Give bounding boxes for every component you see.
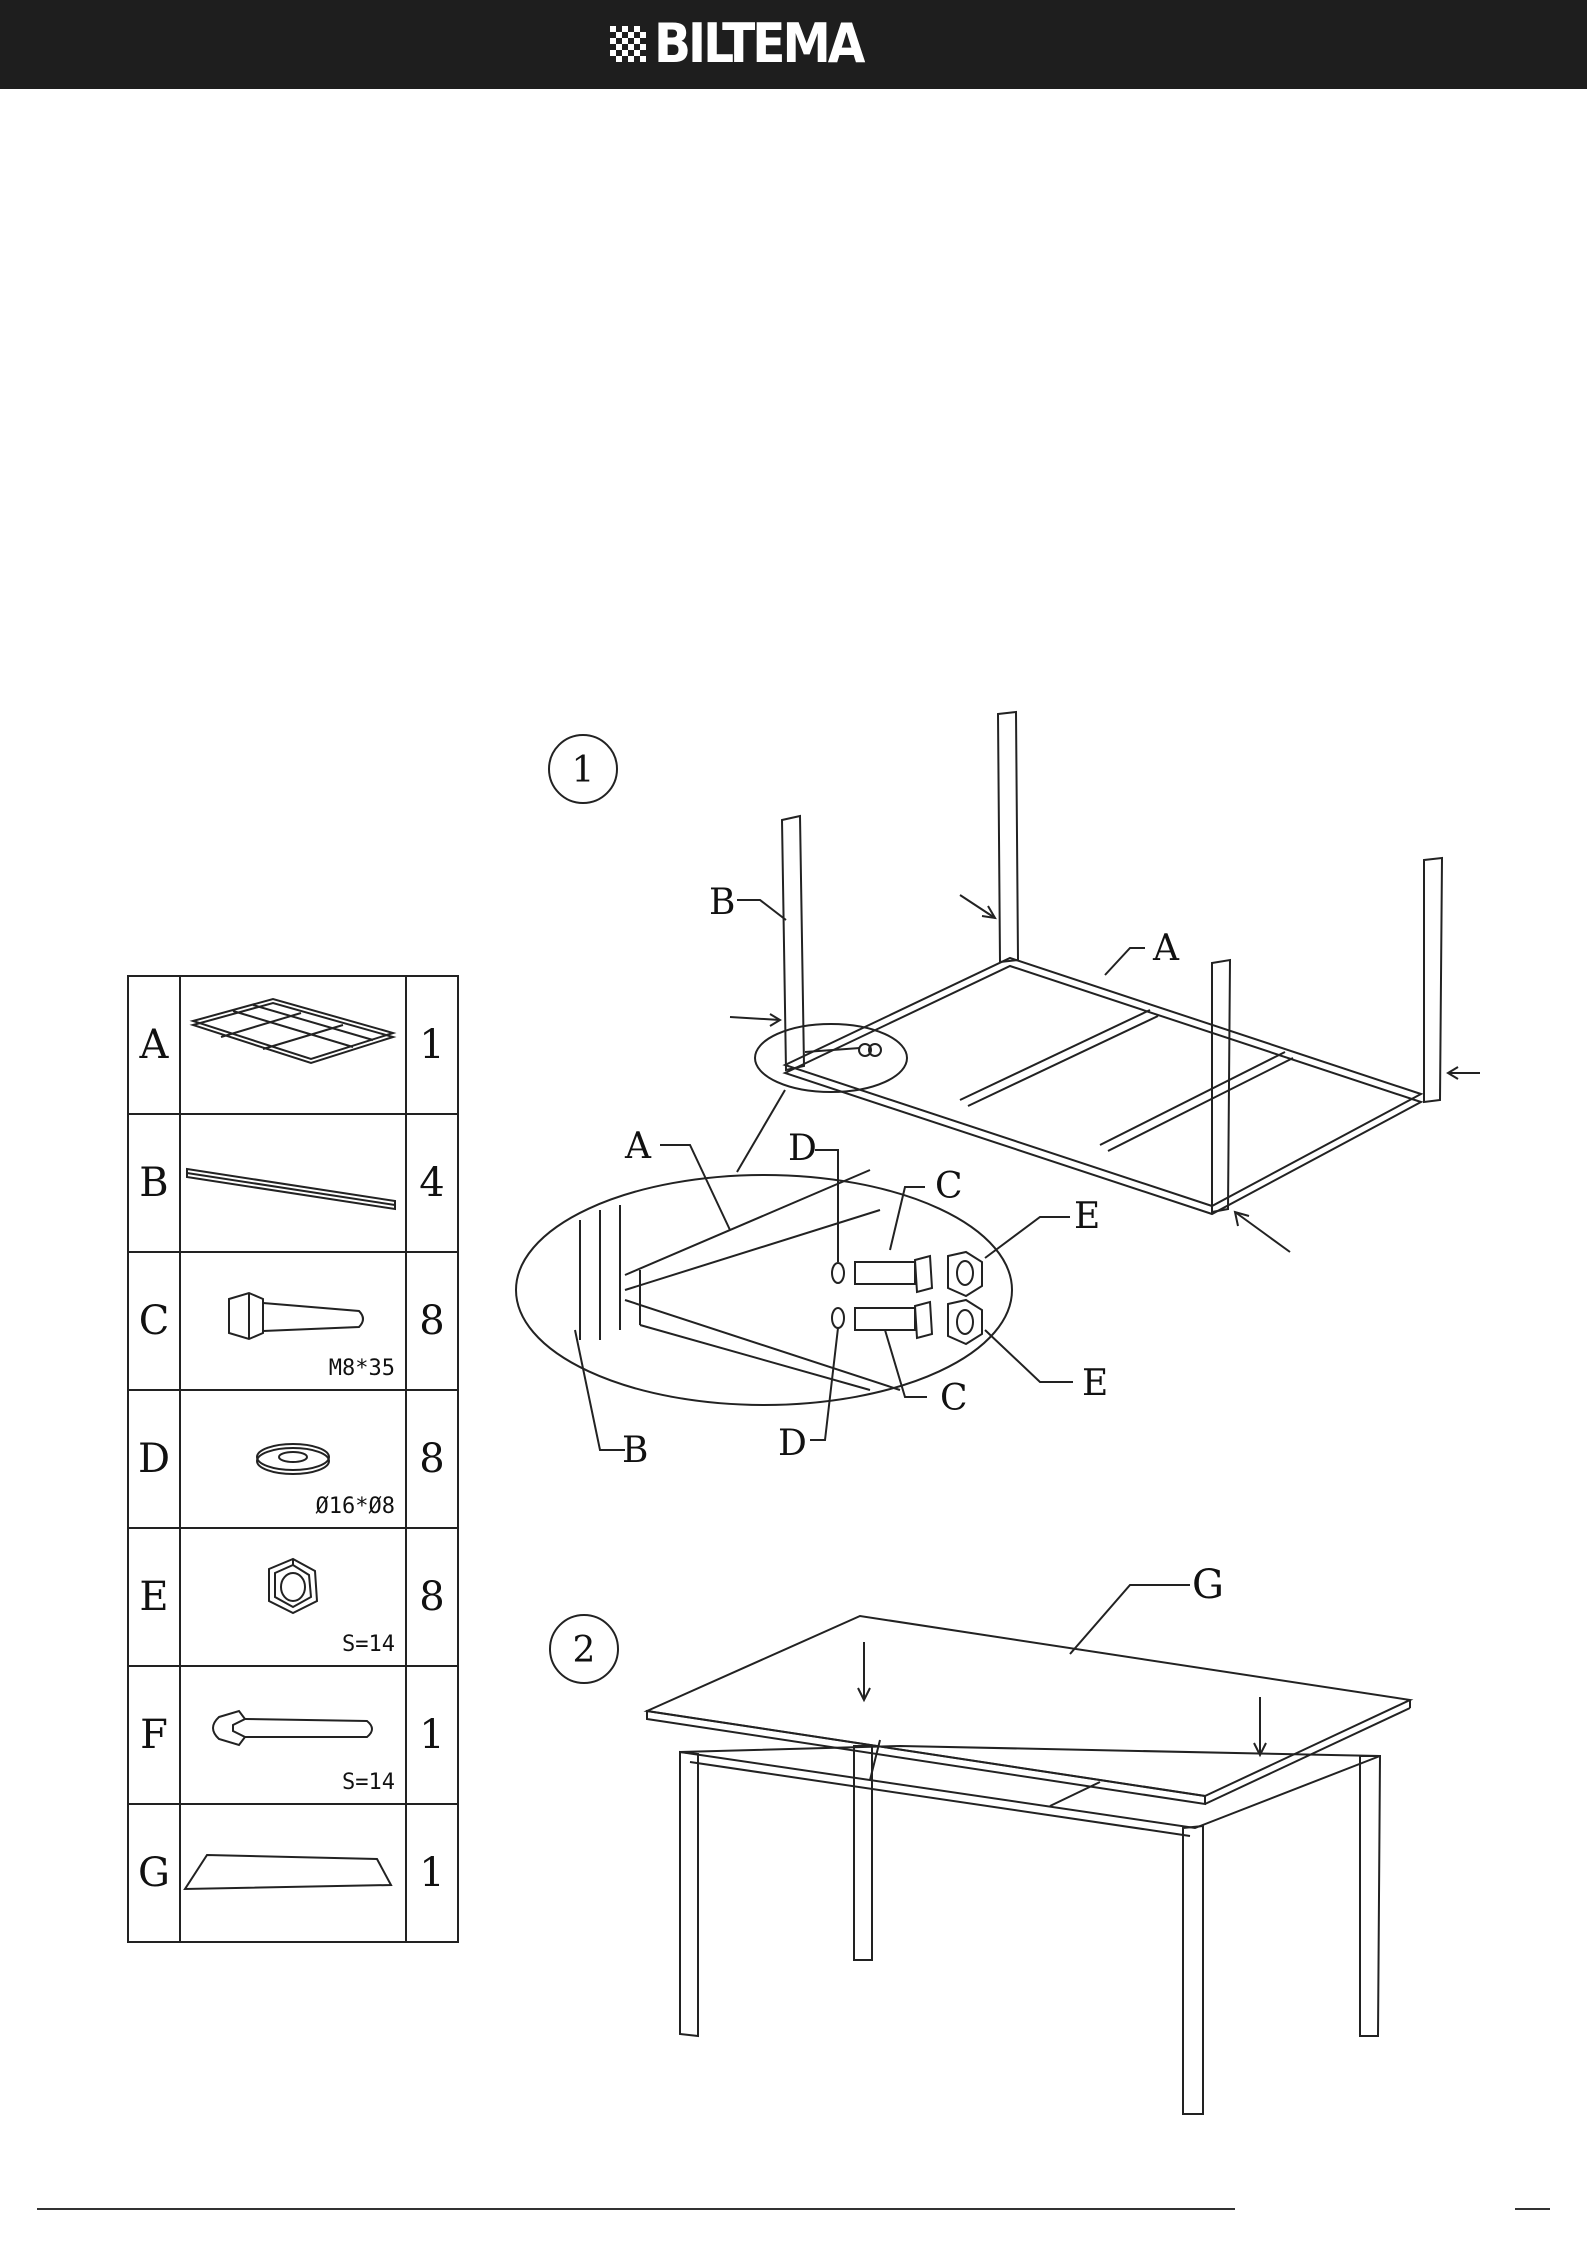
callout-E-bottom: E	[1082, 1363, 1108, 1404]
callout-B: B	[709, 882, 735, 923]
step-2-number: 2	[573, 1630, 596, 1671]
callout-E: E	[1074, 1196, 1100, 1237]
callout-C-bottom: C	[940, 1378, 968, 1419]
callout-A-detail: A	[624, 1126, 652, 1167]
footer-rule	[37, 2208, 1235, 2210]
step-1-drawing	[516, 712, 1480, 1450]
step-2-drawing	[647, 1585, 1410, 2114]
callout-C: C	[935, 1166, 963, 1207]
callout-D: D	[788, 1128, 817, 1169]
callout-G: G	[1192, 1562, 1224, 1608]
step-1-number: 1	[572, 750, 595, 791]
callout-B-detail: B	[622, 1430, 648, 1471]
callout-D-bottom: D	[778, 1423, 807, 1464]
callout-A: A	[1152, 928, 1180, 969]
footer-rule-right	[1515, 2208, 1550, 2210]
